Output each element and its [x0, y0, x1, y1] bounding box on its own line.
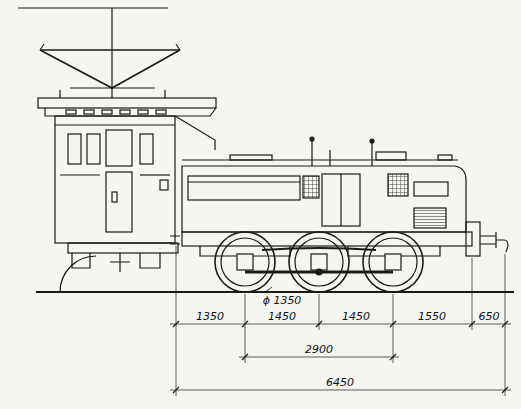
drawing-stroke [385, 254, 401, 270]
drawing-stroke [369, 238, 417, 286]
drawing-stroke [188, 176, 300, 200]
drawing-stroke [393, 294, 394, 363]
drawing-stroke [340, 174, 341, 226]
drawing-stroke [72, 253, 160, 268]
drawing-stroke [322, 174, 360, 226]
drawing-stroke [376, 152, 406, 160]
drawing-stroke [312, 140, 372, 166]
drawing-stroke [363, 232, 423, 292]
drawing-stroke [60, 256, 96, 292]
drawing-stroke [221, 238, 269, 286]
drawing-stroke [140, 174, 170, 175]
drawing-stroke [160, 180, 168, 190]
drawing-stroke [18, 8, 514, 396]
drawing-stroke [170, 246, 511, 396]
drawing-stroke [289, 232, 349, 292]
drawing-stroke [36, 291, 514, 293]
drawing-stroke [106, 130, 132, 166]
dimension-label: 1450 [268, 310, 296, 323]
drawing-stroke [102, 110, 112, 114]
drawing-stroke [156, 110, 166, 114]
drawing-stroke [60, 174, 100, 175]
drawing-stroke [70, 87, 155, 88]
drawing-stroke [106, 172, 132, 232]
dimension-label: 650 [479, 310, 500, 323]
drawing-stroke [87, 134, 100, 164]
drawing-stroke [40, 44, 180, 50]
drawing-stroke [40, 49, 180, 51]
drawing-stroke [176, 246, 177, 396]
dimension-label: 1550 [418, 310, 446, 323]
drawing-stroke [188, 181, 300, 182]
drawing-stroke [55, 124, 175, 125]
drawing-stroke [68, 243, 178, 253]
dimension-label: 1450 [342, 310, 370, 323]
drawing-stroke [138, 110, 148, 114]
drawing-stroke [245, 294, 246, 363]
drawing-stroke [472, 258, 473, 330]
drawing-stroke [170, 324, 511, 325]
drawing-stroke [466, 222, 480, 256]
drawing-stroke [40, 50, 180, 88]
drawing-stroke [239, 357, 399, 358]
drawing-stroke [170, 236, 180, 244]
drawing-stroke [316, 269, 322, 275]
drawing-stroke [110, 253, 130, 272]
drawing-stroke [311, 254, 327, 270]
drawing-stroke [264, 287, 272, 293]
drawing-stroke [173, 321, 508, 393]
drawing-stroke [18, 7, 168, 8]
drawing-stroke [182, 159, 458, 160]
drawing-stroke [55, 116, 175, 243]
drawing-stroke [120, 110, 130, 114]
dimension-label: 6450 [326, 376, 354, 389]
drawing-stroke [438, 155, 452, 160]
drawing-stroke [370, 139, 374, 143]
dimension-label: 2900 [305, 343, 333, 356]
drawing-stroke [140, 134, 153, 164]
drawing-stroke [414, 208, 446, 228]
diameter-dimension: ϕ 1350 [263, 294, 302, 307]
drawing-stroke [414, 182, 448, 196]
drawing-stroke [388, 174, 408, 196]
drawing-stroke [175, 116, 215, 150]
drawing-stroke [111, 8, 112, 98]
drawing-stroke [45, 108, 216, 116]
drawing-stroke [215, 232, 275, 292]
drawing-stroke [170, 390, 511, 391]
drawing-stroke [84, 110, 94, 114]
drawing-stroke [310, 137, 314, 141]
drawing-stroke [38, 98, 216, 108]
drawing-stroke [262, 248, 376, 250]
drawing-stroke [68, 134, 81, 164]
drawing-stroke [237, 254, 253, 270]
drawing-stroke [480, 232, 496, 248]
dimension-label: 1350 [196, 310, 224, 323]
drawing-stroke [230, 155, 272, 160]
drawing-stroke [182, 166, 466, 232]
drawing-stroke [303, 176, 319, 198]
drawing-stroke [496, 240, 508, 252]
drawing-stroke [112, 192, 117, 202]
drawing-stroke [60, 90, 165, 98]
drawing-stroke [295, 238, 343, 286]
drawing-stroke [66, 110, 76, 114]
